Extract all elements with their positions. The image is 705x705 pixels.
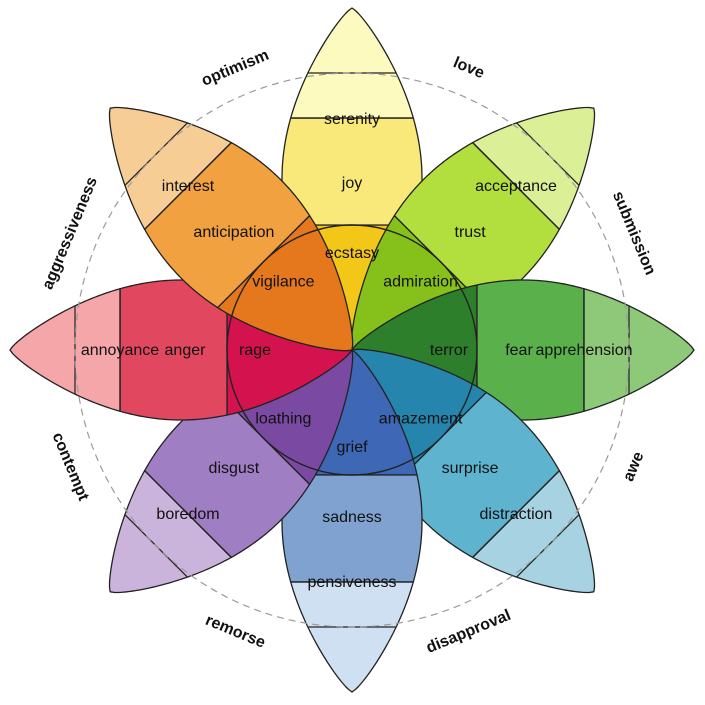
emotion-label-annoyance: annoyance [81, 342, 159, 359]
dyad-label-awe: awe [620, 449, 647, 484]
petal-divider [472, 142, 560, 230]
dyad-label-submission: submission [609, 189, 659, 278]
petal-segment-serenity [290, 7, 414, 119]
petal-segment-distraction [472, 470, 596, 594]
dyad-label-optimism: optimism [199, 47, 271, 90]
emotion-label-loathing: loathing [255, 411, 311, 428]
emotion-label-anger: anger [165, 342, 207, 359]
inner-core-ring [226, 224, 478, 476]
emotion-label-amazement: amazement [379, 411, 463, 428]
petal-divider [144, 470, 232, 558]
emotion-label-admiration: admiration [383, 273, 458, 290]
emotion-label-distraction: distraction [480, 506, 553, 523]
emotion-label-serenity: serenity [324, 111, 380, 128]
petal-segment-interest [108, 106, 232, 230]
petal-segment-apprehension [583, 288, 695, 412]
dyad-label-remorse: remorse [203, 612, 268, 652]
emotion-label-apprehension: apprehension [536, 342, 633, 359]
emotion-label-boredom: boredom [156, 506, 219, 523]
emotion-label-disgust: disgust [209, 460, 260, 477]
emotion-label-grief: grief [336, 439, 368, 456]
petal-divider [124, 122, 188, 186]
label-layer: serenity joy ecstasy acceptance trust admirat… [81, 111, 633, 591]
petal-divider [144, 142, 232, 230]
emotion-label-pensiveness: pensiveness [308, 574, 397, 591]
dashed-guide-ring [74, 72, 630, 628]
dyad-label-disapproval: disapproval [424, 607, 513, 657]
dyad-label-love: love [451, 54, 487, 82]
petal-divider [472, 470, 560, 558]
dyad-label-contempt: contempt [49, 430, 93, 504]
emotion-label-interest: interest [162, 178, 215, 195]
emotion-label-trust: trust [455, 224, 487, 241]
petal-sadness-family [281, 349, 423, 693]
emotion-label-joy: joy [341, 175, 362, 192]
emotion-label-ecstasy: ecstasy [325, 245, 379, 262]
petal-segment-acceptance [472, 106, 596, 230]
emotion-label-rage: rage [239, 342, 271, 359]
emotion-label-terror: terror [430, 342, 469, 359]
emotion-label-vigilance: vigilance [252, 273, 314, 290]
emotion-label-surprise: surprise [442, 460, 499, 477]
petal-segment-annoyance [9, 288, 121, 412]
petal-layer [9, 7, 695, 693]
emotion-label-sadness: sadness [322, 509, 382, 526]
petal-anticipation-family [108, 106, 354, 352]
dyad-label-aggressiveness: aggressiveness [39, 174, 101, 292]
petal-segment-pensiveness [290, 581, 414, 693]
petal-segment-boredom [108, 470, 232, 594]
emotion-label-fear: fear [505, 342, 533, 359]
emotion-label-acceptance: acceptance [475, 178, 557, 195]
emotion-label-anticipation: anticipation [193, 224, 274, 241]
petal-divider [516, 122, 580, 186]
